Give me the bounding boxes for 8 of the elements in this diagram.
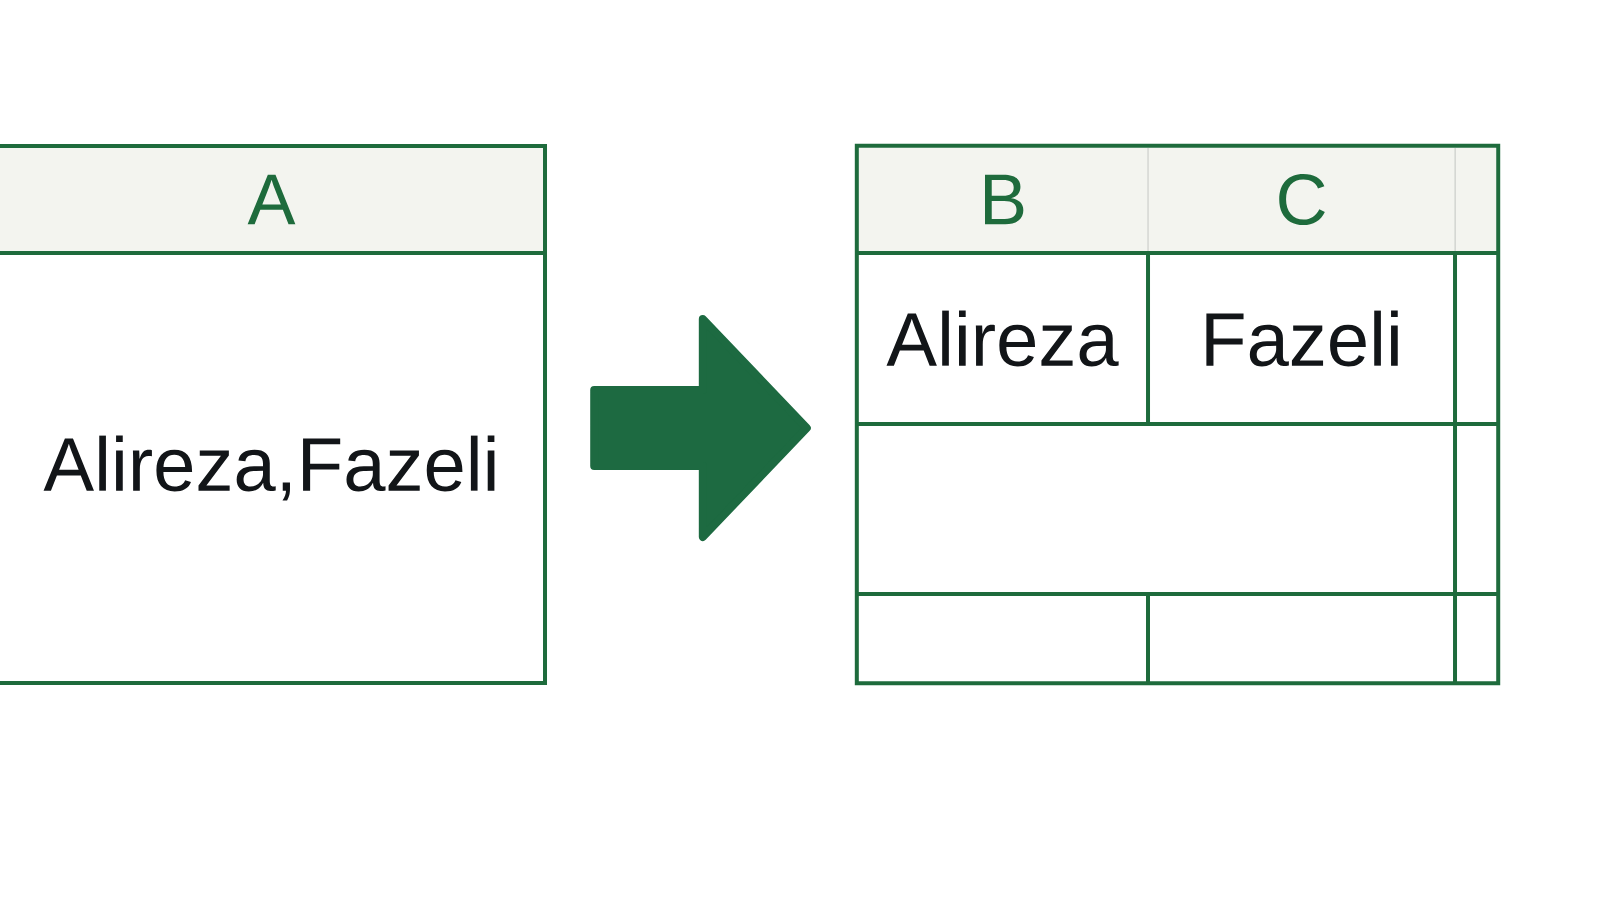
cell-text: Alireza xyxy=(886,310,1119,367)
column-header: A xyxy=(0,148,543,251)
node-label: C xyxy=(1279,174,1325,225)
node-label: B xyxy=(985,174,1024,225)
block-arrow xyxy=(590,315,811,541)
column-header: B xyxy=(859,148,1148,251)
cell-text: Fazeli xyxy=(1206,310,1398,367)
cell-text: Alireza,Fazeli xyxy=(43,435,495,501)
